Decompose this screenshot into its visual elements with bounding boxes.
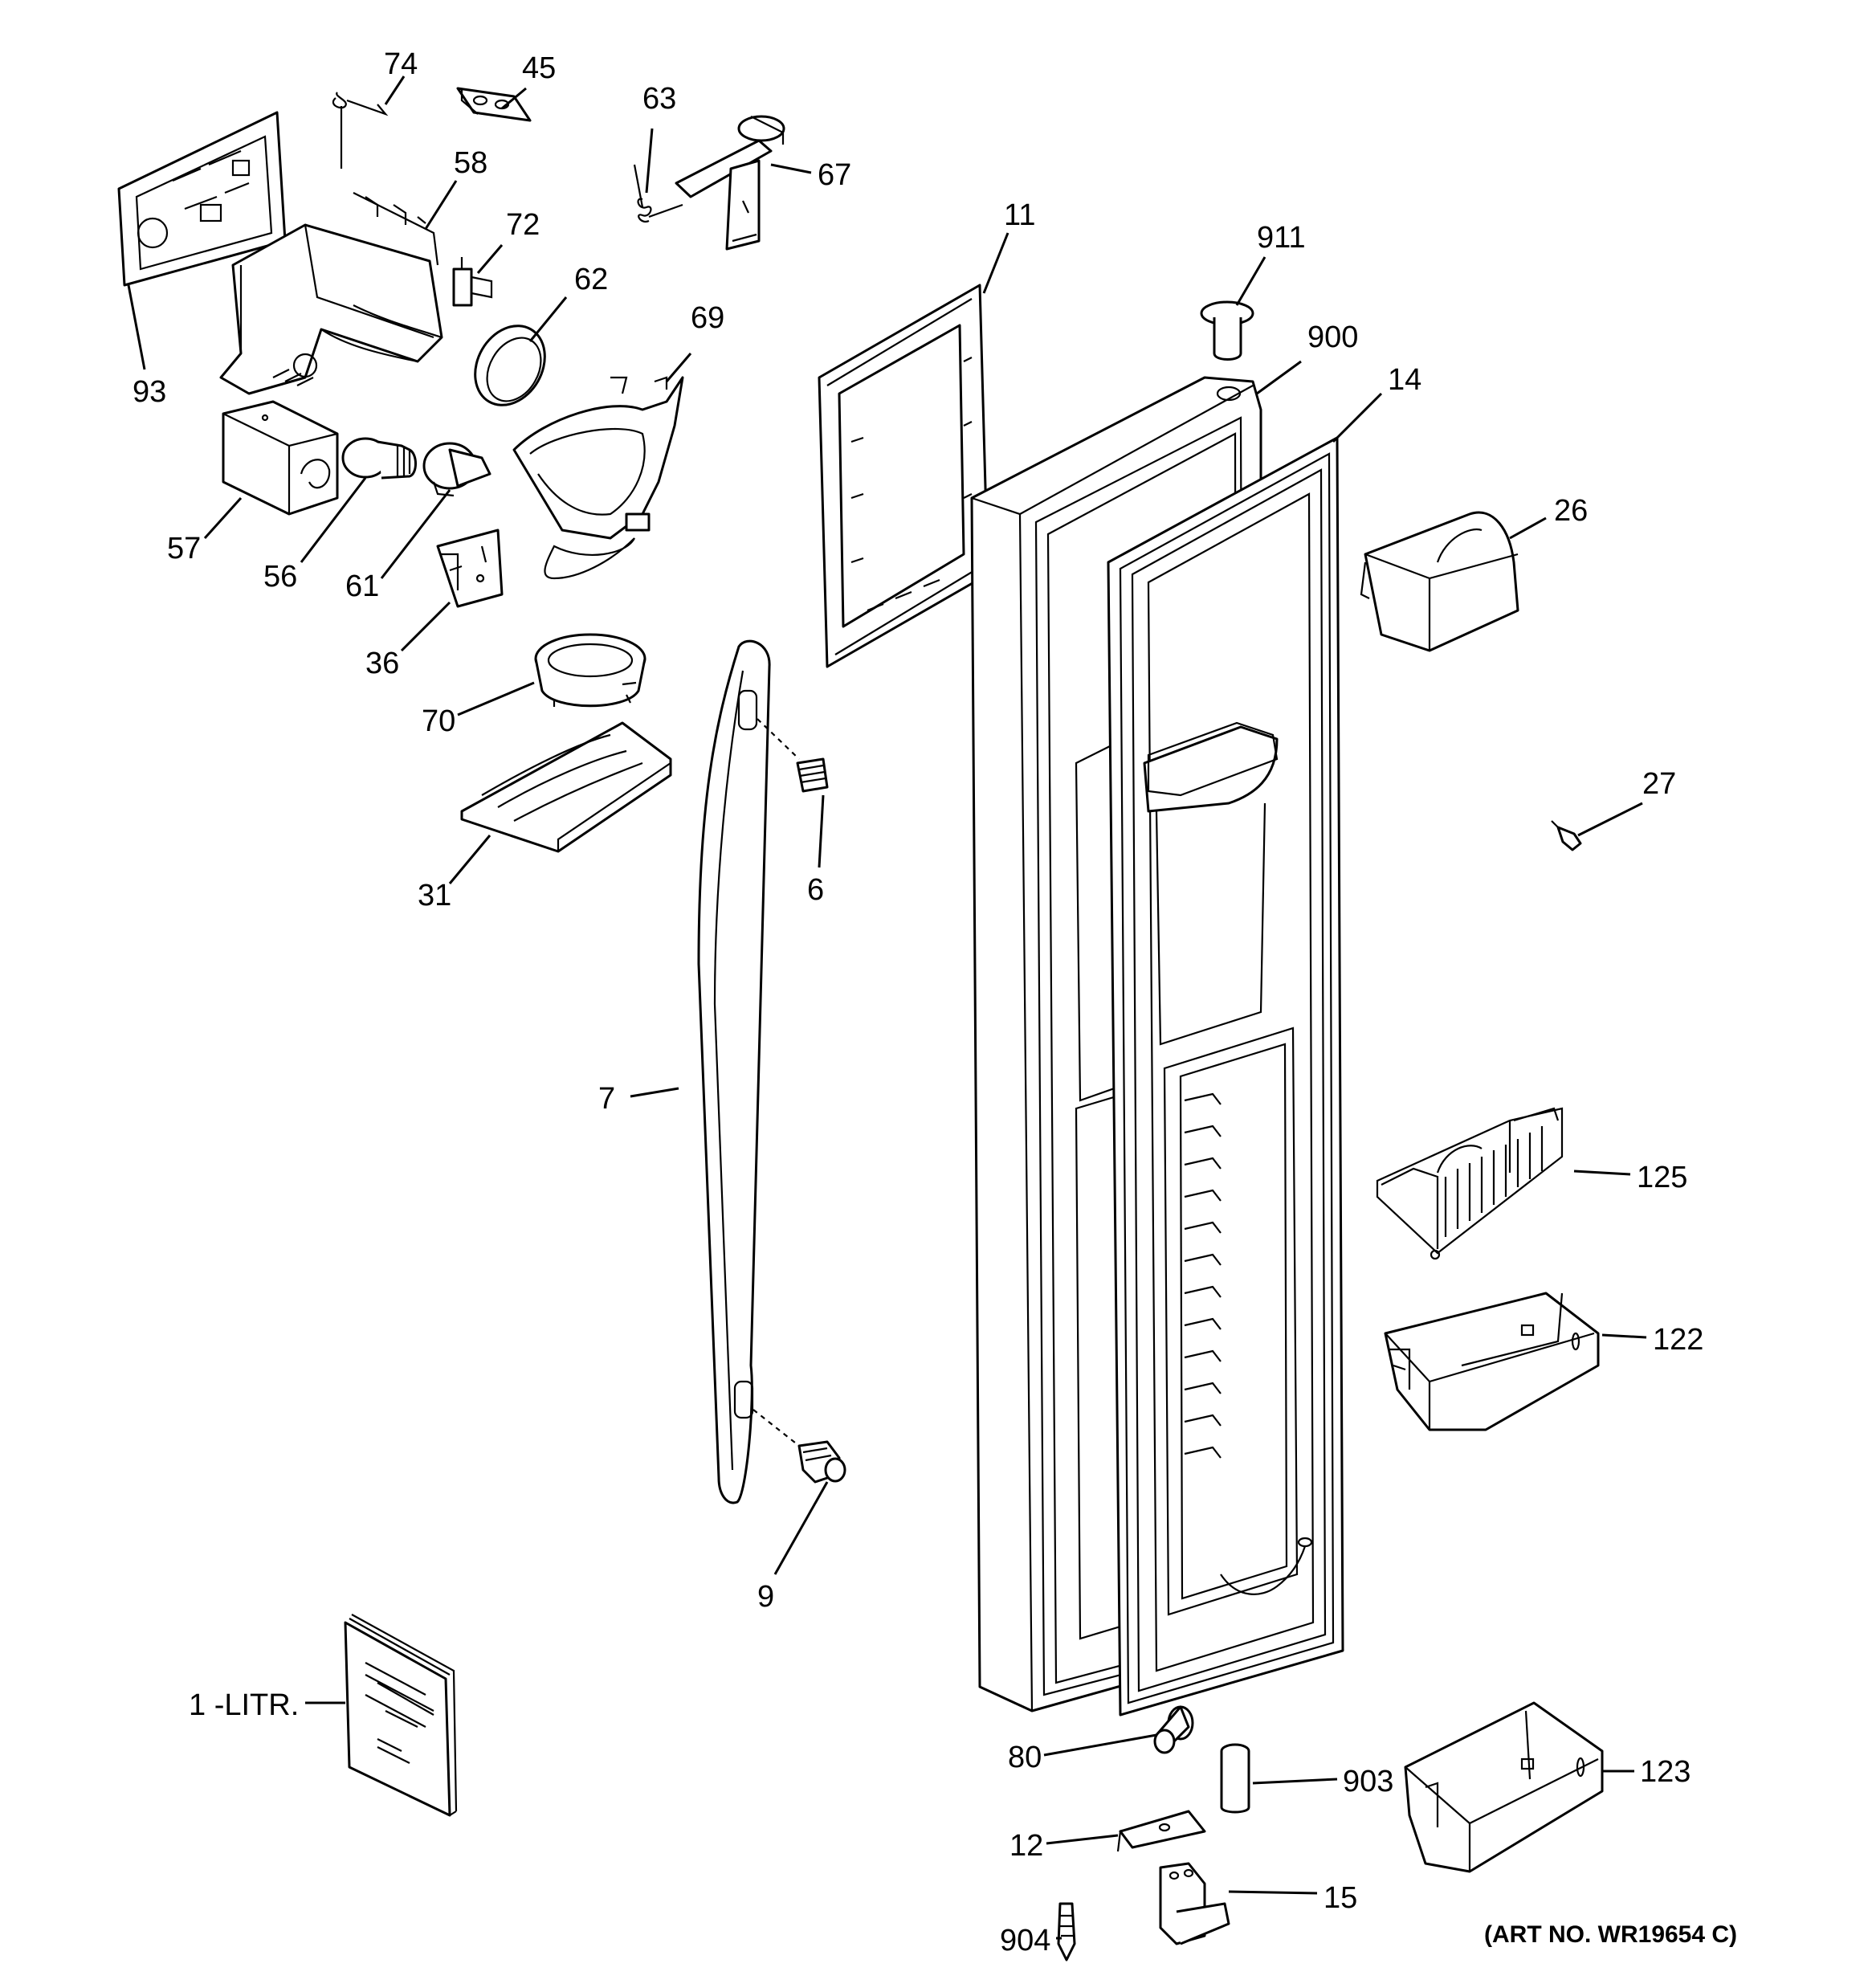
label-9: 9: [757, 1580, 774, 1614]
part-125-wire-shelf: [1376, 1107, 1564, 1260]
label-15: 15: [1324, 1881, 1357, 1915]
part-61-socket: [422, 442, 491, 497]
part-31-drip-tray: [460, 721, 672, 853]
part-67-hinge-bracket: [675, 115, 785, 251]
label-7: 7: [598, 1082, 615, 1116]
part-6-screw: [796, 757, 829, 793]
label-123: 123: [1640, 1755, 1691, 1789]
part-26-cover: [1360, 511, 1519, 652]
part-1-literature: [344, 1614, 458, 1817]
label-14: 14: [1388, 363, 1421, 397]
leader-lines: [127, 76, 1647, 1940]
art-number: (ART NO. WR19654 C): [1484, 1921, 1737, 1948]
part-62-ring: [474, 325, 546, 406]
label-74: 74: [384, 47, 418, 81]
label-27: 27: [1642, 767, 1676, 801]
label-122: 122: [1653, 1323, 1703, 1357]
label-80: 80: [1008, 1741, 1042, 1774]
part-69-ice-chute: [512, 376, 684, 580]
part-903-hinge-pin: [1220, 1743, 1250, 1814]
part-11-dispenser-frame: [818, 284, 989, 668]
label-1-litr: 1 -LITR.: [189, 1688, 299, 1722]
label-12: 12: [1009, 1829, 1043, 1863]
part-27-screw: [1551, 820, 1582, 851]
part-911-plug: [1200, 300, 1254, 361]
part-904-screw: [1057, 1902, 1076, 1961]
label-61: 61: [345, 569, 379, 603]
part-72-switch: [452, 257, 493, 307]
part-14-shelf-ridges: [1184, 1092, 1222, 1459]
part-45-bracket: [456, 87, 532, 122]
part-9-screw: [797, 1440, 846, 1484]
part-56-bulb: [341, 437, 417, 480]
label-62: 62: [574, 263, 608, 296]
label-900: 900: [1307, 320, 1358, 354]
label-58: 58: [454, 146, 487, 180]
label-45: 45: [522, 51, 556, 85]
part-callout-labels: 74 45 63 67 58 72 62 93 69 11 911 900 14…: [133, 47, 1737, 1957]
part-14-door-liner: [1107, 436, 1344, 1717]
label-63: 63: [642, 82, 676, 116]
label-57: 57: [167, 532, 201, 565]
label-69: 69: [691, 301, 724, 335]
part-12-shim: [1116, 1810, 1206, 1852]
label-125: 125: [1637, 1161, 1687, 1194]
part-63-spring: [633, 164, 683, 223]
label-36: 36: [365, 647, 399, 680]
label-67: 67: [818, 158, 851, 192]
part-7-handle: [697, 639, 800, 1504]
part-58-dispenser-housing: [219, 192, 443, 395]
part-80-bushing: [1153, 1705, 1194, 1754]
label-911: 911: [1257, 221, 1306, 255]
part-123-door-bin: [1404, 1701, 1604, 1873]
label-6: 6: [807, 873, 824, 907]
label-72: 72: [506, 208, 540, 242]
label-31: 31: [418, 879, 451, 912]
part-74-spring: [332, 92, 389, 169]
part-122-door-bin: [1384, 1292, 1600, 1431]
label-903: 903: [1343, 1765, 1393, 1798]
part-57-motor-box: [222, 400, 339, 516]
label-56: 56: [263, 560, 297, 594]
part-70-duct-ring: [534, 633, 646, 708]
label-26: 26: [1554, 494, 1588, 528]
label-11: 11: [1004, 198, 1035, 232]
part-36-bracket: [436, 529, 504, 608]
label-93: 93: [133, 375, 166, 409]
label-70: 70: [422, 704, 455, 738]
label-904: 904: [1000, 1924, 1050, 1957]
part-15-bottom-hinge: [1159, 1862, 1230, 1945]
